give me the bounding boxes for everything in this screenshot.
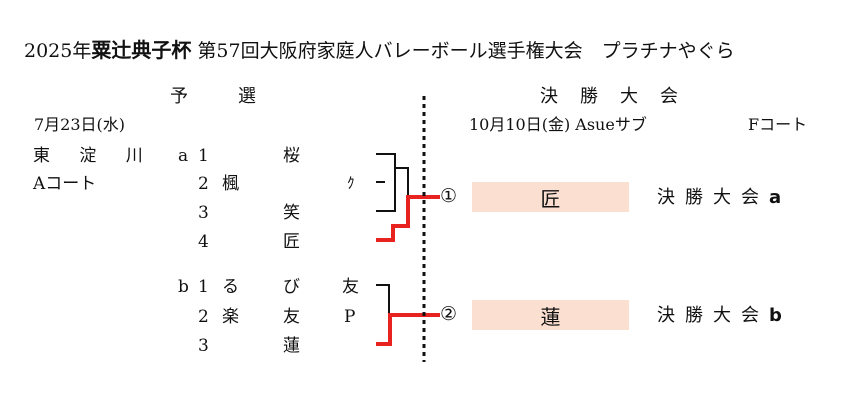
block-a-label: a — [178, 146, 189, 166]
winner-b-name: 蓮 — [540, 304, 561, 329]
venue-name: 東 淀 川 — [33, 146, 155, 166]
title-year: 2025年 — [24, 40, 92, 62]
winner-a-name: 匠 — [540, 186, 561, 211]
block-b-team-name-part: 楽 — [222, 307, 239, 327]
bracket-a-line — [395, 167, 409, 196]
block-a-team-name: 桜 — [283, 146, 300, 166]
final-header: 決勝大会 — [540, 86, 700, 107]
block-a-team-num: 4 — [198, 232, 209, 252]
final-date-venue: 10月10日(金) Asueサブ — [469, 115, 647, 134]
slot-marker-a: ① — [440, 185, 458, 207]
block-b-team-name-part: 蓮 — [283, 336, 300, 356]
block-b-team-name-part: 友 — [283, 307, 300, 327]
venue-court: Aコート — [33, 174, 97, 194]
bracket-b-line — [376, 284, 390, 314]
block-b-team-num: 1 — [198, 277, 209, 297]
final-label-a-text: 決勝大会 — [657, 187, 769, 208]
block-a-team-num: 3 — [198, 203, 209, 223]
final-label-a: 決勝大会a — [657, 189, 781, 207]
qualifier-header: 予選 — [170, 86, 306, 107]
final-label-b-tag: b — [769, 305, 782, 326]
block-b-team-name-part: 友 — [342, 277, 359, 297]
block-b-team-num: 3 — [198, 336, 209, 356]
final-court: Fコート — [748, 115, 808, 134]
block-a-team-name: 笑 — [283, 203, 300, 223]
block-a-team-num: 2 — [198, 174, 209, 194]
final-label-a-tag: a — [769, 187, 782, 208]
final-label-b-text: 決勝大会 — [657, 305, 769, 326]
bracket-a-line — [376, 153, 396, 212]
block-b-team-num: 2 — [198, 307, 209, 327]
winner-box-a: 匠 — [472, 182, 629, 212]
block-b-team-name-part: る — [222, 277, 239, 297]
winner-box-b: 蓮 — [472, 300, 629, 330]
block-b-team-name-part: び — [283, 277, 300, 297]
block-b-team-name-part: P — [344, 307, 356, 327]
page-title: 2025年粟辻典子杯 第57回大阪府家庭人バレーボール選手権大会 プラチナやぐら — [24, 40, 735, 61]
block-a-note: ｸ — [347, 174, 355, 192]
final-label-b: 決勝大会b — [657, 307, 782, 325]
title-cup: 粟辻典子杯 — [91, 38, 192, 62]
block-a-team-num: 1 — [198, 146, 209, 166]
qualifier-date: 7月23日(水) — [34, 115, 126, 134]
block-b-label: b — [178, 277, 189, 297]
slot-marker-b: ② — [440, 303, 458, 325]
block-a-team-name: 楓 — [222, 174, 239, 194]
bracket-b-winner-line — [376, 313, 440, 346]
block-a-team-name: 匠 — [283, 232, 300, 252]
bracket-a-winner-line — [376, 195, 440, 242]
title-event: 第57回大阪府家庭人バレーボール選手権大会 プラチナやぐら — [197, 40, 735, 62]
